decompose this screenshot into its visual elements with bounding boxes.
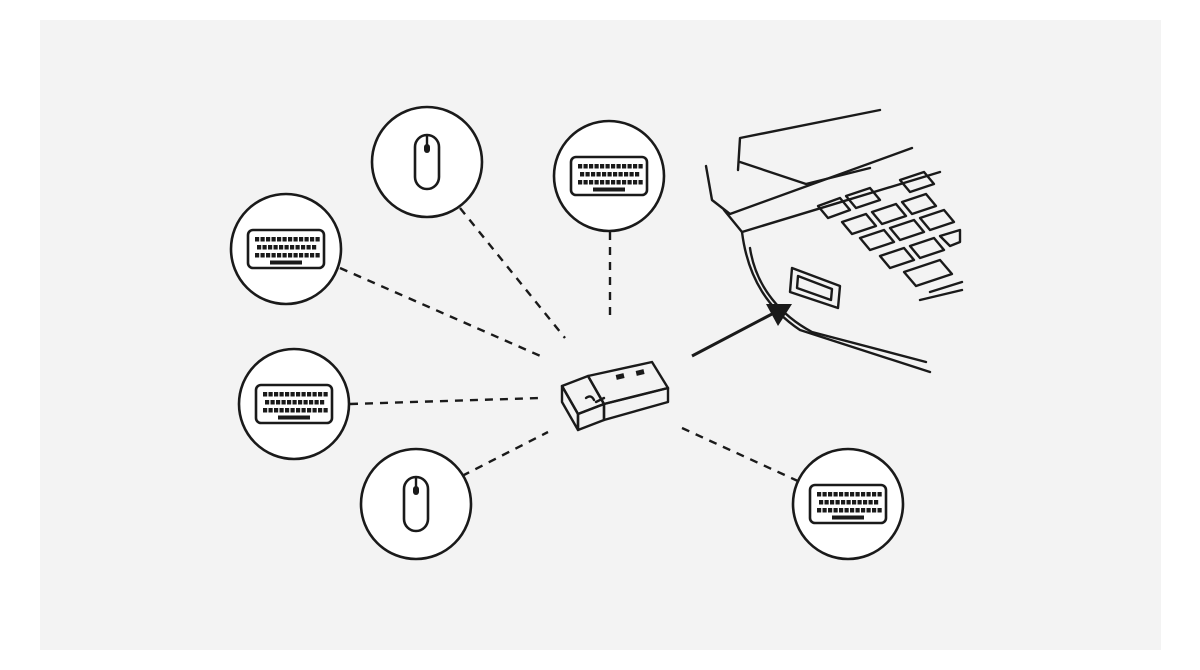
insert-arrow-icon xyxy=(691,304,792,358)
connection-lines xyxy=(339,207,801,484)
connection-line xyxy=(461,430,549,478)
device-mouse xyxy=(359,447,473,561)
usb-port-icon xyxy=(788,266,842,310)
usb-receiver-icon xyxy=(560,360,670,432)
device-keyboard xyxy=(229,192,343,306)
laptop-keyboard xyxy=(816,170,964,302)
connection-line xyxy=(339,266,546,360)
device-keyboard xyxy=(237,347,351,461)
device-mouse xyxy=(370,105,484,219)
connection-line xyxy=(459,207,566,339)
device-keyboard xyxy=(791,447,905,561)
connection-line xyxy=(349,396,541,406)
device-keyboard xyxy=(552,119,666,233)
connection-line xyxy=(681,426,801,484)
laptop-icon xyxy=(704,108,964,374)
